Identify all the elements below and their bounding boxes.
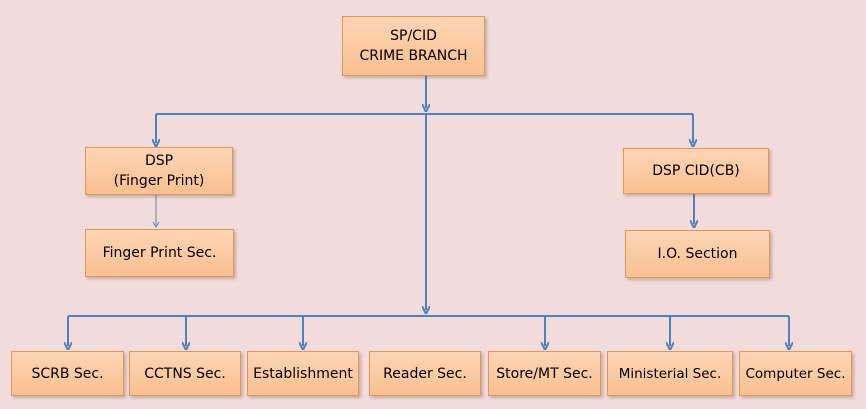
section-label: Store/MT Sec.: [496, 365, 593, 382]
section-label: Computer Sec.: [745, 365, 846, 382]
root-title-line1: SP/CID: [390, 28, 437, 44]
dsp-fp-line2: (Finger Print): [113, 173, 205, 189]
store-mt-sec-box: Store/MT Sec.: [488, 351, 601, 396]
finger-print-sec-label: Finger Print Sec.: [102, 245, 217, 261]
thin-arrowhead-icon: [152, 221, 160, 228]
dsp-fp-line1: DSP: [144, 153, 174, 169]
section-label: Ministerial Sec.: [618, 365, 722, 382]
section-label: Reader Sec.: [383, 365, 467, 382]
root-title-line2: CRIME BRANCH: [359, 48, 468, 64]
sp-cid-crime-branch-box: SP/CID CRIME BRANCH: [342, 16, 485, 76]
establishment-box: Establishment: [247, 351, 359, 396]
io-section-label: I.O. Section: [657, 246, 738, 262]
scrb-sec-box: SCRB Sec.: [11, 351, 124, 396]
dsp-finger-print-box: DSP (Finger Print): [85, 147, 233, 195]
cctns-sec-box: CCTNS Sec.: [129, 351, 241, 396]
section-label: CCTNS Sec.: [144, 365, 226, 382]
io-section-box: I.O. Section: [625, 230, 770, 278]
reader-sec-box: Reader Sec.: [369, 351, 481, 396]
ministerial-sec-box: Ministerial Sec.: [607, 351, 733, 396]
dsp-cid-cb-label: DSP CID(CB): [652, 163, 740, 179]
section-label: SCRB Sec.: [31, 365, 104, 382]
computer-sec-box: Computer Sec.: [739, 351, 852, 396]
dsp-cid-cb-box: DSP CID(CB): [623, 148, 769, 194]
section-label: Establishment: [253, 365, 353, 382]
finger-print-sec-box: Finger Print Sec.: [85, 229, 234, 277]
